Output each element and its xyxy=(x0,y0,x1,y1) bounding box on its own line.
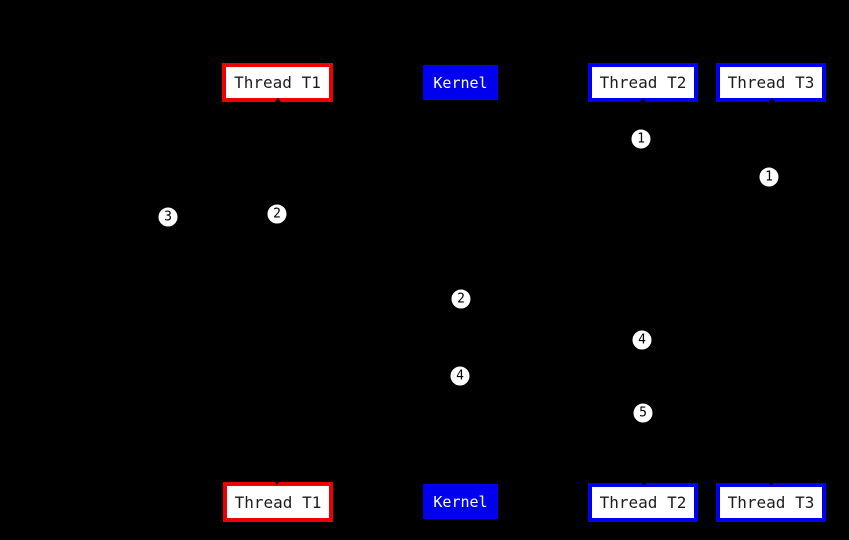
arrowhead-into-t1-bottom-icon xyxy=(272,478,282,485)
box-kernel-top: Kernel xyxy=(423,65,498,100)
box-kernel-bottom: Kernel xyxy=(423,484,498,519)
step-marker-4-at-kernel: 4 xyxy=(449,365,471,387)
step-marker-2-under-t1: 2 xyxy=(266,203,288,225)
arrowhead-into-t3-top-icon xyxy=(767,98,777,105)
box-thread-t2-top: Thread T2 xyxy=(588,63,698,102)
arrowhead-into-t2-top-icon xyxy=(638,98,648,105)
arrowhead-into-t3-bottom-icon xyxy=(766,479,776,486)
step-marker-5-under-t2: 5 xyxy=(632,402,654,424)
box-thread-t1-top: Thread T1 xyxy=(222,63,333,102)
arrowhead-into-t2-bottom-icon xyxy=(639,479,649,486)
step-marker-3-left: 3 xyxy=(157,206,179,228)
box-thread-t3-top: Thread T3 xyxy=(716,63,826,102)
box-thread-t2-bottom: Thread T2 xyxy=(588,483,698,522)
step-marker-1-under-t2: 1 xyxy=(630,128,652,150)
step-marker-2-at-kernel: 2 xyxy=(450,288,472,310)
arrowhead-into-t1-top-icon xyxy=(273,98,283,105)
box-thread-t1-bottom: Thread T1 xyxy=(223,482,333,522)
step-marker-1-under-t3: 1 xyxy=(758,166,780,188)
box-thread-t3-bottom: Thread T3 xyxy=(716,483,826,522)
step-marker-4-under-t2: 4 xyxy=(631,329,653,351)
